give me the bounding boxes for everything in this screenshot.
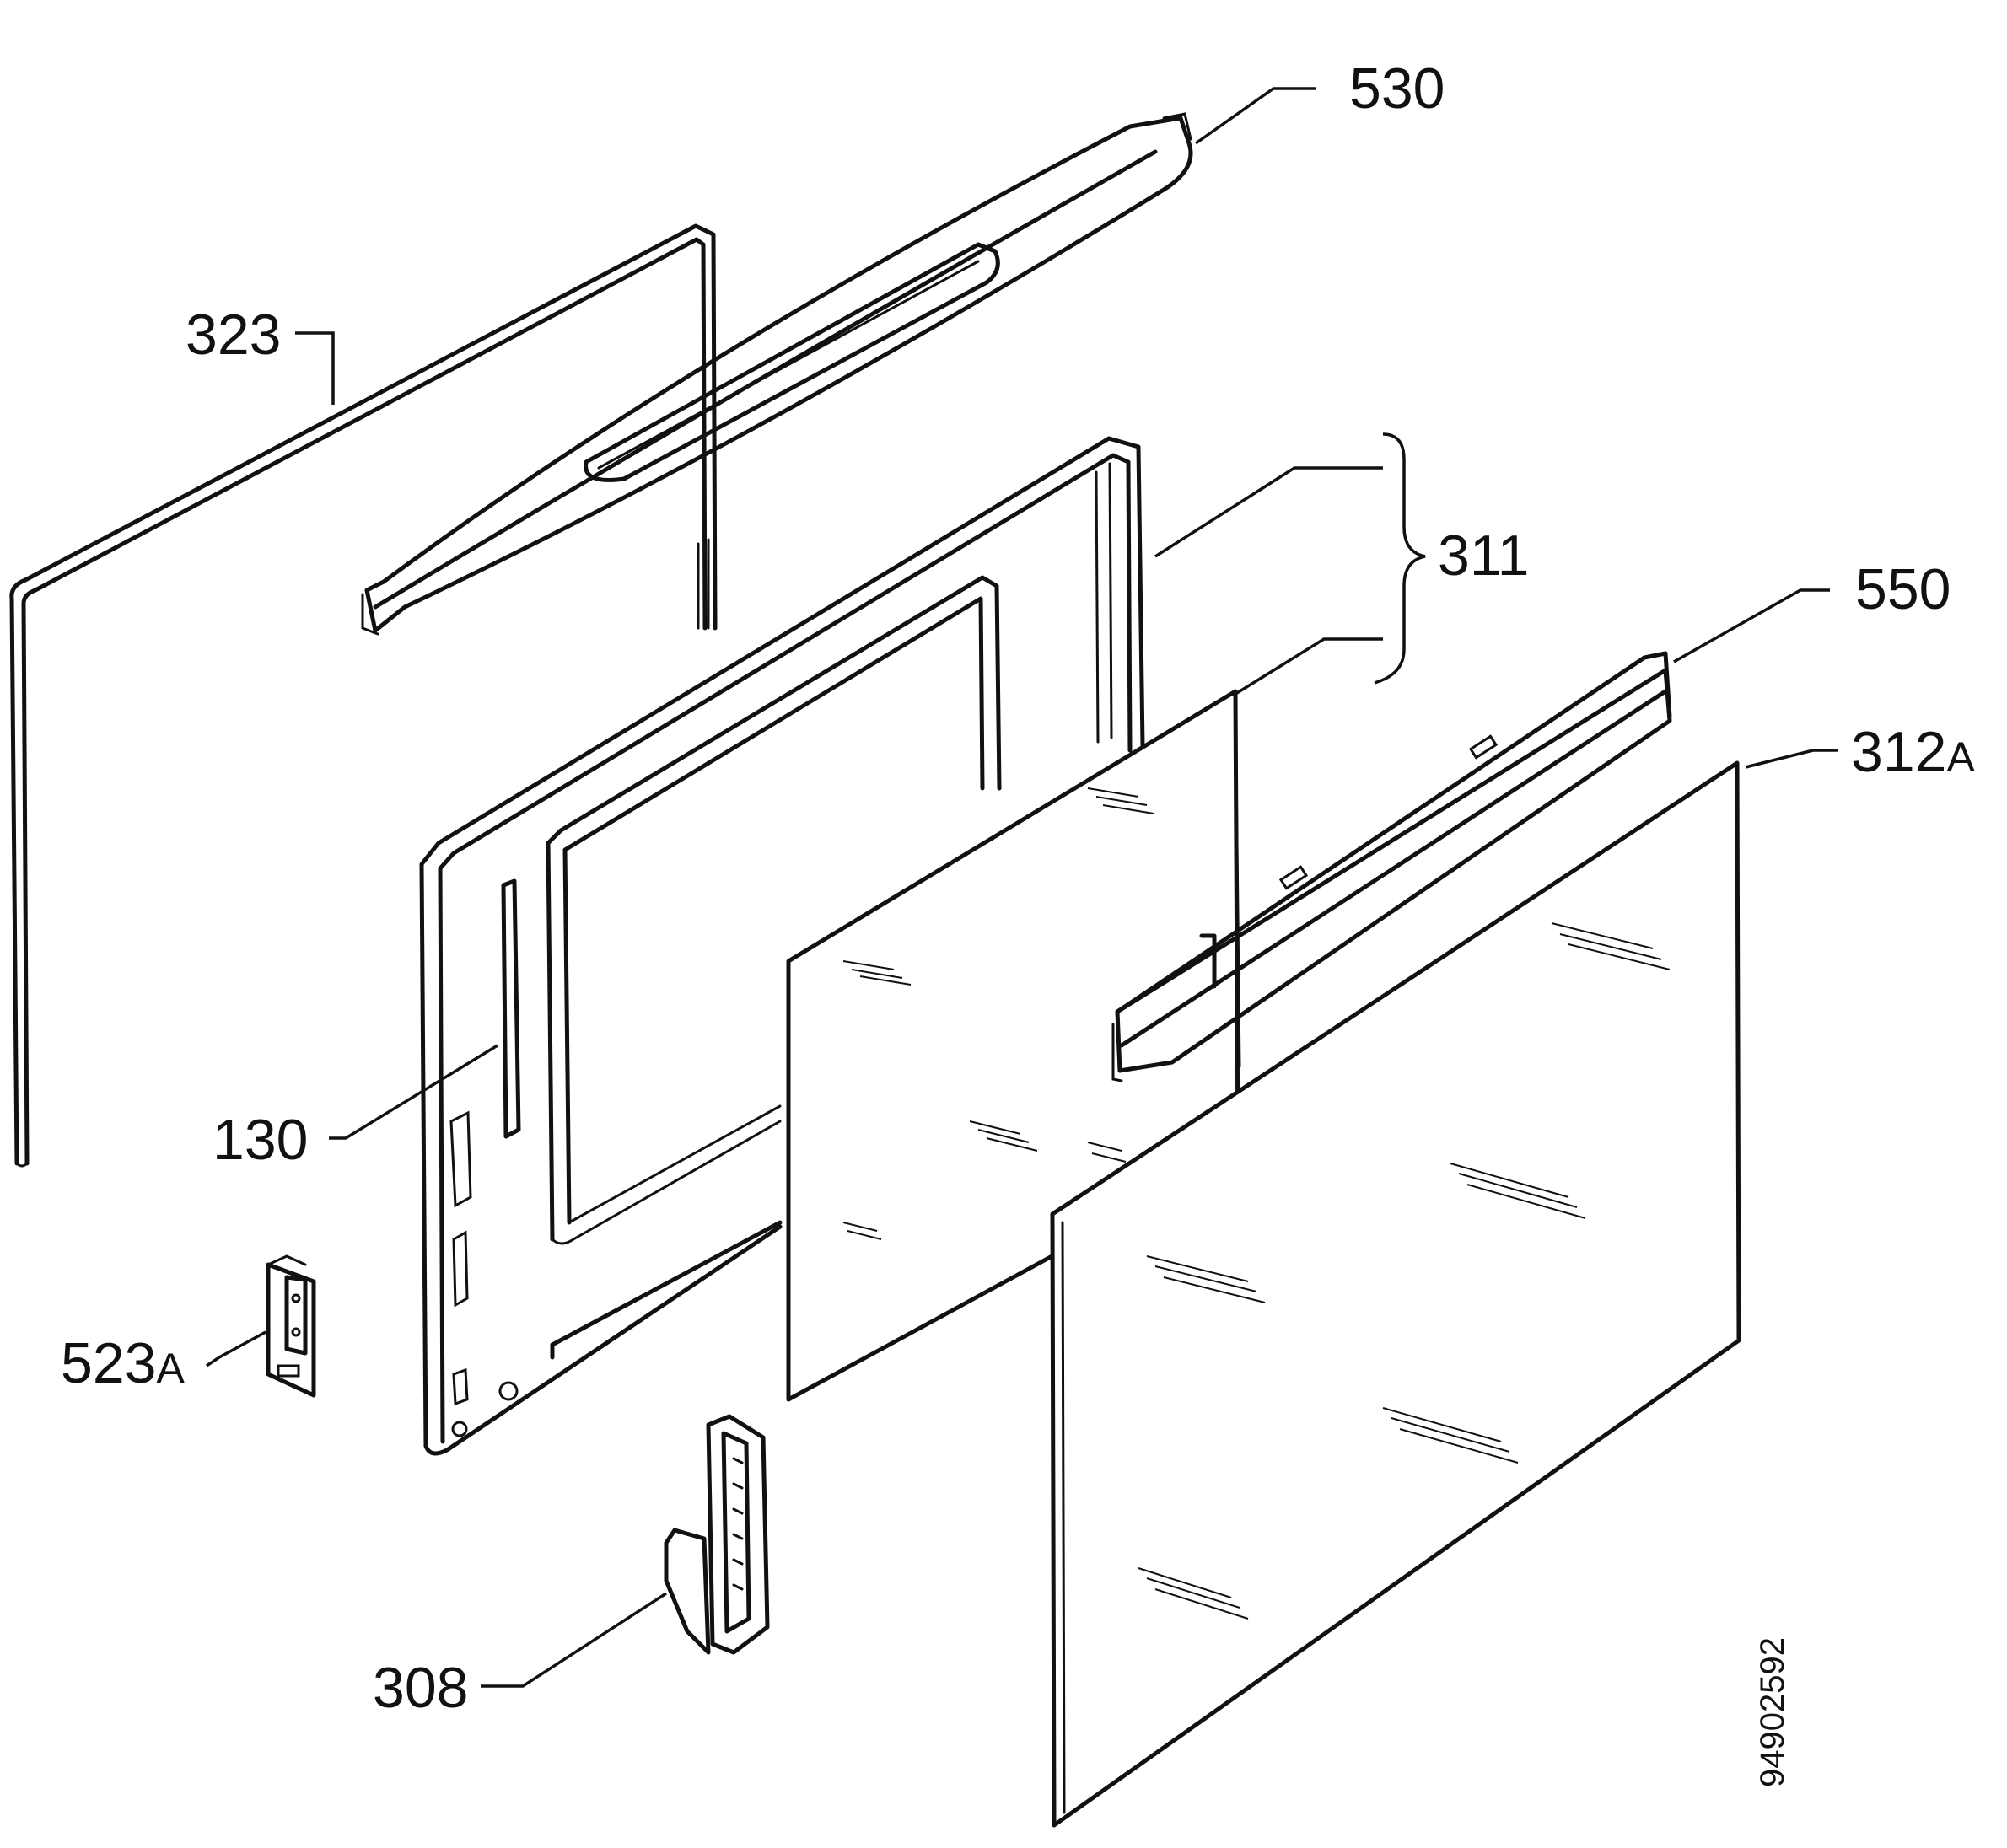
leader-311-bottom bbox=[1232, 637, 1383, 697]
door-frame-311 bbox=[419, 436, 1145, 1456]
label-550: 550 bbox=[1855, 557, 1951, 621]
latch-523a bbox=[266, 1254, 316, 1398]
leader-312a bbox=[1745, 749, 1838, 769]
gasket-323 bbox=[9, 223, 718, 1168]
profile-550 bbox=[1111, 651, 1672, 1082]
label-312a-suffix: A bbox=[1946, 733, 1975, 781]
leader-523a bbox=[206, 1330, 266, 1367]
label-323: 323 bbox=[186, 303, 281, 367]
leader-530 bbox=[1194, 87, 1316, 145]
label-530: 530 bbox=[1349, 56, 1445, 121]
label-312a-number: 312 bbox=[1851, 720, 1946, 784]
leader-323 bbox=[295, 331, 335, 405]
outer-glass-312a bbox=[1050, 760, 1741, 1828]
handle-530 bbox=[361, 112, 1193, 636]
label-523a-number: 523 bbox=[61, 1331, 156, 1395]
label-523a-suffix: A bbox=[156, 1345, 185, 1392]
label-130: 130 bbox=[213, 1108, 308, 1172]
drawing-reference: 94902592 bbox=[1754, 1637, 1791, 1787]
leader-308 bbox=[481, 1592, 667, 1688]
leader-311-top bbox=[1154, 466, 1383, 558]
leader-550 bbox=[1673, 588, 1830, 663]
leader-lines bbox=[206, 87, 1838, 1688]
label-308: 308 bbox=[373, 1656, 468, 1720]
brace-311 bbox=[1374, 432, 1426, 685]
leader-130 bbox=[329, 1044, 498, 1140]
label-523a: 523A bbox=[61, 1331, 185, 1395]
hinge-308 bbox=[664, 1414, 770, 1655]
label-311: 311 bbox=[1438, 524, 1529, 588]
label-312a: 312A bbox=[1851, 720, 1975, 784]
